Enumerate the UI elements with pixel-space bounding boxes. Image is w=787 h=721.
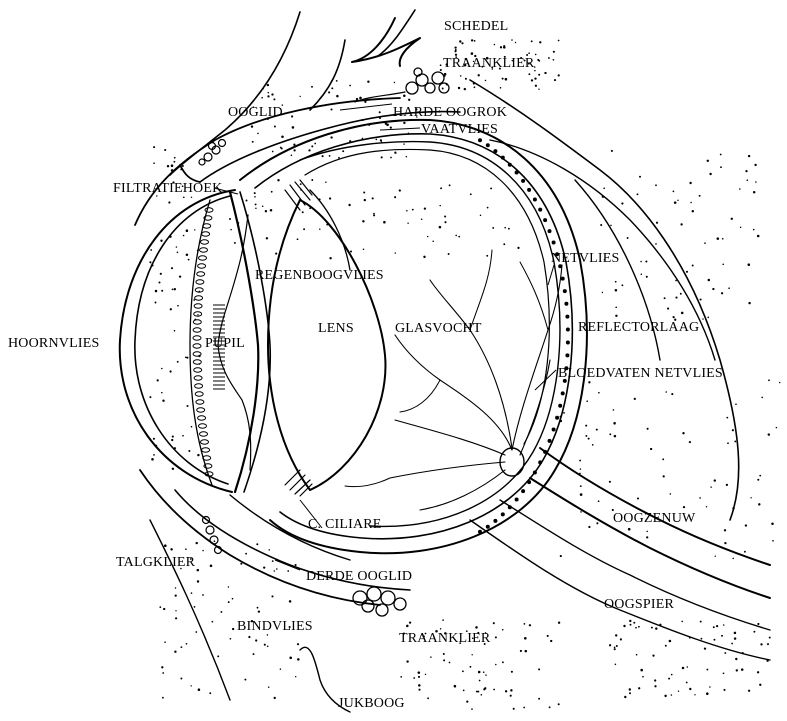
label-bindvlies: BINDVLIES: [237, 619, 313, 634]
lens: [267, 189, 387, 491]
upper-eyelid: [134, 97, 461, 226]
label-traanklier-bottom: TRAANKLIER: [399, 631, 491, 646]
leader-lines: [213, 103, 557, 571]
optic-nerve: [469, 139, 771, 661]
label-vaatvlies: VAATVLIES: [421, 122, 498, 137]
label-oogspier: OOGSPIER: [604, 597, 675, 612]
label-derde-ooglid: DERDE OOGLID: [306, 569, 412, 584]
label-filtratiehoek: FILTRATIEHOEK: [113, 181, 222, 196]
label-hoornvlies: HOORNVLIES: [8, 336, 99, 351]
label-regenboogvlies: REGENBOOGVLIES: [255, 268, 384, 283]
ciliary-body: [284, 179, 313, 497]
lacrimal-gland-lower: [352, 586, 407, 617]
label-schedel: SCHEDEL: [444, 19, 508, 34]
skull-outline: [169, 9, 740, 521]
label-harde-oogrok: HARDE OOGROK: [393, 105, 507, 120]
label-glasvocht: GLASVOCHT: [395, 321, 482, 336]
retinal-vessels: [344, 249, 563, 511]
label-jukboog: JUKBOOG: [338, 696, 405, 711]
label-netvlies: NETVLIES: [551, 251, 619, 266]
tissue-stipple: [149, 39, 781, 710]
label-c-ciliare: C. CILIARE: [308, 517, 382, 532]
label-ooglid: OOGLID: [228, 105, 283, 120]
labels: SCHEDEL TRAANKLIER OOGLID HARDE OOGROK V…: [8, 19, 723, 711]
lower-eyelid: [139, 469, 411, 713]
eyeball-walls: [239, 118, 588, 555]
iris: [189, 190, 272, 494]
pupil-margin: [213, 304, 225, 390]
label-lens: LENS: [318, 321, 354, 336]
label-traanklier-top: TRAANKLIER: [443, 56, 535, 71]
label-talgklier: TALGKLIER: [116, 555, 196, 570]
lacrimal-gland-upper: [354, 67, 450, 103]
label-bloedvaten-netvlies: BLOEDVATEN NETVLIES: [558, 366, 723, 381]
label-oogzenuw: OOGZENUW: [613, 511, 696, 526]
iris-stroma: [192, 207, 214, 477]
choroid-vessel-dots: [478, 138, 570, 534]
cornea: [118, 189, 236, 493]
label-reflectorlaag: REFLECTORLAAG: [578, 320, 699, 335]
label-pupil: PUPIL: [205, 336, 245, 351]
